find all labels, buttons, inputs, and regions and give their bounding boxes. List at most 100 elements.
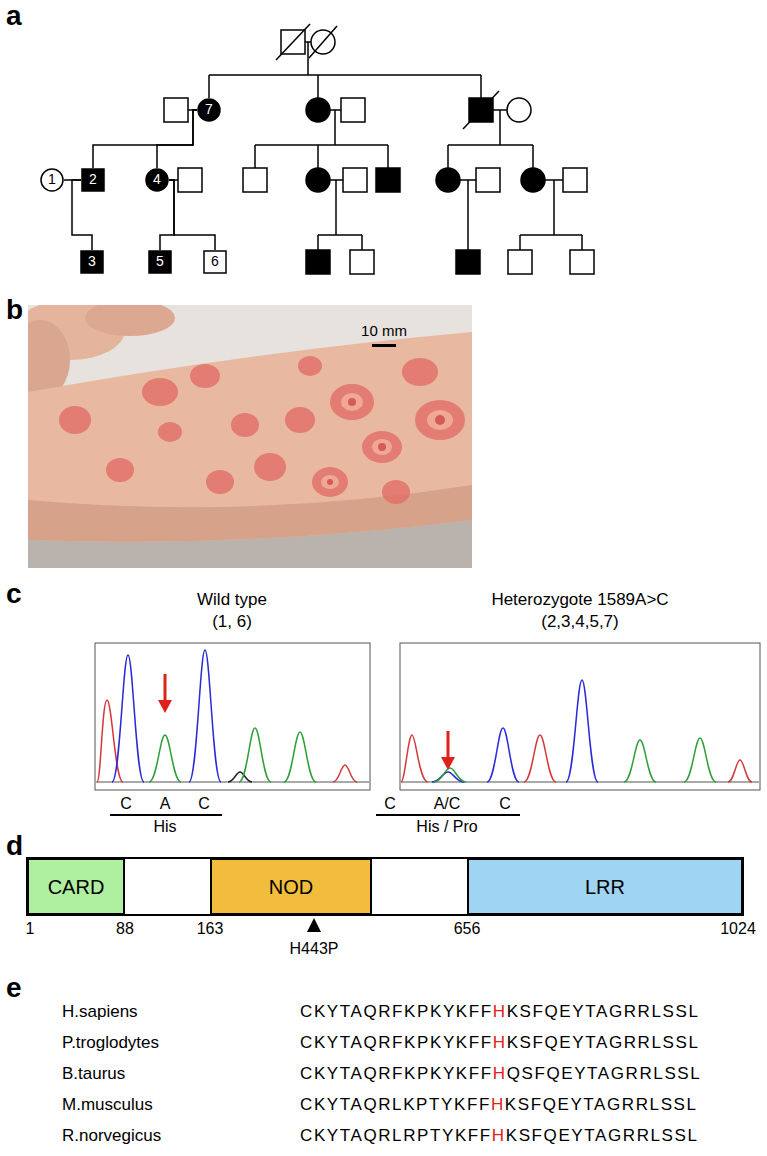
pedigree-lines — [335, 180, 337, 235]
sequence: KSFQEYTAGRRLSSL — [507, 1033, 700, 1053]
pedigree-lines — [447, 145, 449, 168]
mutated-residue: H — [493, 1002, 507, 1022]
skin-photo — [85, 305, 175, 336]
skin-photo — [206, 470, 234, 494]
chromatogram-traces — [333, 765, 357, 782]
sequence: KSFQEYTAGRRLSSL — [505, 1095, 698, 1115]
unaffected-male: 6 — [203, 250, 227, 274]
pedigree-individuals — [376, 168, 400, 192]
skin-photo — [254, 453, 286, 481]
skin-photo — [312, 467, 348, 497]
chromatogram-frames — [401, 782, 759, 783]
pedigree-individuals — [306, 168, 330, 192]
pedigree-individuals — [456, 250, 480, 274]
mutated-residue: H — [493, 1033, 507, 1053]
pedigree-line — [157, 110, 197, 168]
chromatogram-traces — [228, 772, 252, 782]
panel-letter: c — [6, 578, 22, 610]
pedigree-individuals — [476, 168, 500, 192]
chromatogram-traces — [487, 728, 519, 782]
pedigree-lines — [334, 110, 336, 145]
skin-photo — [190, 364, 220, 388]
skin-photo — [158, 422, 182, 442]
base-letter: A/C — [434, 795, 461, 813]
residue-number: 88 — [116, 920, 134, 938]
sequence: CKYTAQRFKPKYKFF — [300, 1002, 493, 1022]
chromatogram-traces — [112, 655, 144, 782]
skin-photo — [327, 479, 333, 485]
pedigree-lines — [254, 145, 256, 168]
chromatogram-frames — [400, 643, 760, 790]
mutated-residue: H — [492, 1126, 506, 1146]
residue-number: 1024 — [720, 920, 756, 938]
pedigree-lines — [255, 144, 388, 146]
protein-bar — [27, 858, 743, 915]
skin-photo — [382, 480, 410, 504]
mutation-arrows — [158, 700, 172, 713]
skin-photo — [348, 398, 356, 406]
protein-bar — [307, 918, 321, 932]
pedigree-individuals — [309, 26, 337, 58]
mutation-arrows — [164, 674, 167, 704]
node-text: 4 — [153, 172, 161, 187]
panel-letter: b — [6, 294, 23, 326]
pedigree-individuals — [243, 168, 267, 192]
skin-photo — [435, 415, 445, 425]
pedigree-individuals — [508, 250, 532, 274]
skin-photo — [362, 431, 402, 463]
chromatogram-traces — [401, 735, 428, 782]
pedigree-lines — [169, 42, 582, 250]
base-letter: A — [160, 795, 171, 813]
sequence: CKYTAQRFKPKYKFF — [300, 1033, 493, 1053]
pedigree-lines — [581, 235, 583, 250]
mutation-label: H443P — [290, 940, 339, 958]
pedigree-individuals — [164, 24, 594, 274]
pedigree-individuals — [350, 250, 374, 274]
node-shape — [82, 169, 104, 191]
pedigree-line — [169, 180, 215, 250]
chromatogram-traces — [728, 760, 752, 782]
affected-female: 4 — [145, 168, 169, 192]
pedigree-line — [93, 110, 197, 168]
base-letter: C — [120, 795, 132, 813]
pedigree-individuals — [164, 98, 188, 122]
panel-letter: d — [6, 830, 23, 862]
base-letter: C — [198, 795, 210, 813]
trace-title: Wild type — [197, 590, 267, 610]
affected-male: 3 — [80, 250, 104, 274]
mutation-arrows — [447, 731, 450, 761]
sequence: KSFQEYTAGRRLSSL — [506, 1126, 699, 1146]
pedigree-lines — [317, 145, 319, 168]
sequence: CKYTAQRFKPKYKFF — [300, 1064, 493, 1084]
domain-box: NOD — [210, 858, 372, 915]
mutated-residue: H — [491, 1095, 505, 1115]
skin-photo — [28, 305, 472, 568]
pedigree-individuals — [507, 98, 531, 122]
affected-male: 5 — [148, 250, 172, 274]
panel-letter: a — [6, 0, 22, 32]
trace-title: Heterozygote 1589A>C — [491, 590, 668, 610]
skin-photo — [415, 400, 465, 440]
codon-underlines — [110, 814, 520, 816]
pedigree-individuals — [563, 168, 587, 192]
node-text: 7 — [205, 102, 213, 117]
codon-underlines — [110, 814, 222, 816]
skin-photo — [298, 356, 322, 376]
node-shape — [81, 251, 103, 273]
pedigree-lines — [519, 235, 521, 250]
pedigree-lines — [317, 75, 319, 98]
pedigree-lines — [209, 74, 481, 76]
amino-acid: His / Pro — [416, 818, 477, 836]
skin-photo — [427, 410, 453, 430]
skin-photo — [142, 378, 178, 406]
skin-photo — [106, 458, 134, 482]
residue-number: 656 — [454, 920, 481, 938]
pedigree-individuals — [178, 168, 202, 192]
skin-photo — [402, 358, 438, 386]
amino-acid: His — [153, 818, 176, 836]
affected-male: 2 — [81, 168, 105, 192]
node-shape — [41, 169, 63, 191]
species-name: H.sapiens — [62, 1002, 138, 1022]
pedigree-individuals — [276, 24, 310, 60]
